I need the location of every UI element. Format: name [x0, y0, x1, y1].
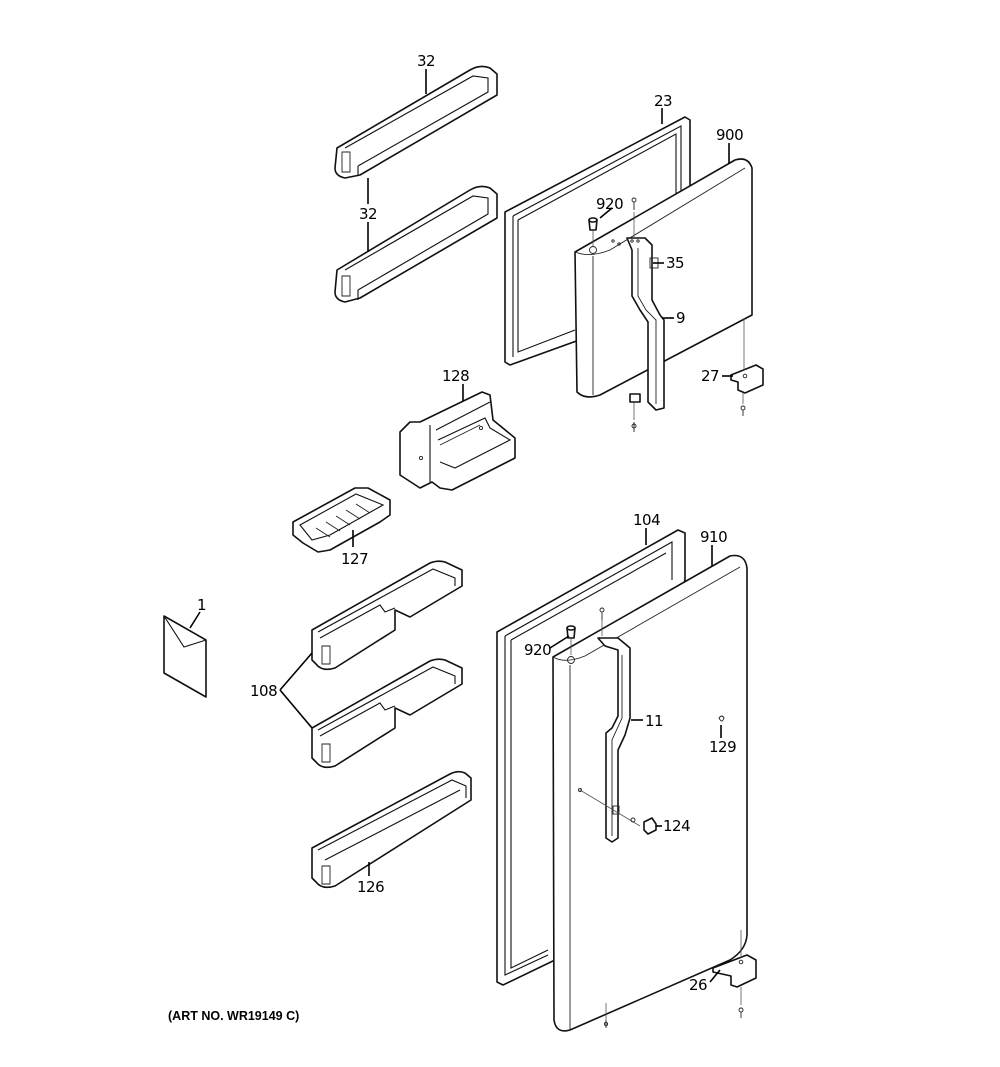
part-920-top-hinge-pin[interactable]: [588, 217, 598, 246]
callout-23[interactable]: 23: [654, 92, 673, 110]
callout-35[interactable]: 35: [666, 254, 685, 272]
callout-26[interactable]: 26: [689, 976, 708, 994]
callout-920-top[interactable]: 920: [596, 195, 624, 213]
part-32-top-shelf-bin[interactable]: [334, 65, 498, 179]
callout-126[interactable]: 126: [357, 878, 385, 896]
fresh-food-top-screw-icon: [599, 607, 605, 636]
part-9-freezer-handle[interactable]: [611, 237, 665, 411]
callout-920-bottom[interactable]: 920: [524, 641, 552, 659]
part-910-fresh-food-door[interactable]: [552, 554, 748, 1032]
callout-32-bottom[interactable]: 32: [359, 205, 378, 223]
freezer-bottom-screw-icon: [629, 393, 641, 432]
callout-labels: 32 32 23 900 920 35 9 27 128 127 1 108 1…: [197, 52, 744, 994]
part-128-dairy-compartment[interactable]: [399, 391, 516, 491]
callout-900[interactable]: 900: [716, 126, 744, 144]
callout-1[interactable]: 1: [197, 596, 207, 614]
part-27-freezer-hinge-bracket[interactable]: [730, 318, 764, 416]
callout-27[interactable]: 27: [701, 367, 720, 385]
part-26-fresh-food-hinge-bracket[interactable]: [712, 930, 757, 1018]
part-32-bottom-shelf-bin[interactable]: [334, 185, 498, 303]
callout-124[interactable]: 124: [663, 817, 691, 835]
handle-screw-icon: [578, 788, 641, 827]
part-108-top-bin[interactable]: [311, 560, 463, 671]
part-11-fresh-food-handle[interactable]: [597, 637, 631, 843]
fresh-food-bottom-screw-icon: [603, 1003, 609, 1028]
callout-32-top[interactable]: 32: [417, 52, 436, 70]
callout-9[interactable]: 9: [676, 309, 686, 327]
part-108-bottom-bin[interactable]: [311, 658, 463, 769]
part-1-literature[interactable]: [163, 615, 207, 698]
callout-910[interactable]: 910: [700, 528, 728, 546]
callout-128[interactable]: 128: [442, 367, 470, 385]
art-number-label: (ART NO. WR19149 C): [168, 1009, 300, 1023]
callout-108[interactable]: 108: [250, 682, 278, 700]
callout-11[interactable]: 11: [645, 712, 664, 730]
leader-lines: [189, 69, 733, 983]
callout-104[interactable]: 104: [633, 511, 661, 529]
part-127-egg-tray[interactable]: [292, 487, 391, 553]
part-920-bottom-hinge-pin[interactable]: [566, 625, 576, 655]
part-126-bottom-bin[interactable]: [311, 770, 472, 889]
part-900-freezer-door[interactable]: [574, 158, 753, 398]
freezer-top-screw-icon: [631, 197, 637, 237]
callout-127[interactable]: 127: [341, 550, 369, 568]
part-124-screw-cover[interactable]: [643, 817, 657, 835]
callout-129[interactable]: 129: [709, 738, 737, 756]
